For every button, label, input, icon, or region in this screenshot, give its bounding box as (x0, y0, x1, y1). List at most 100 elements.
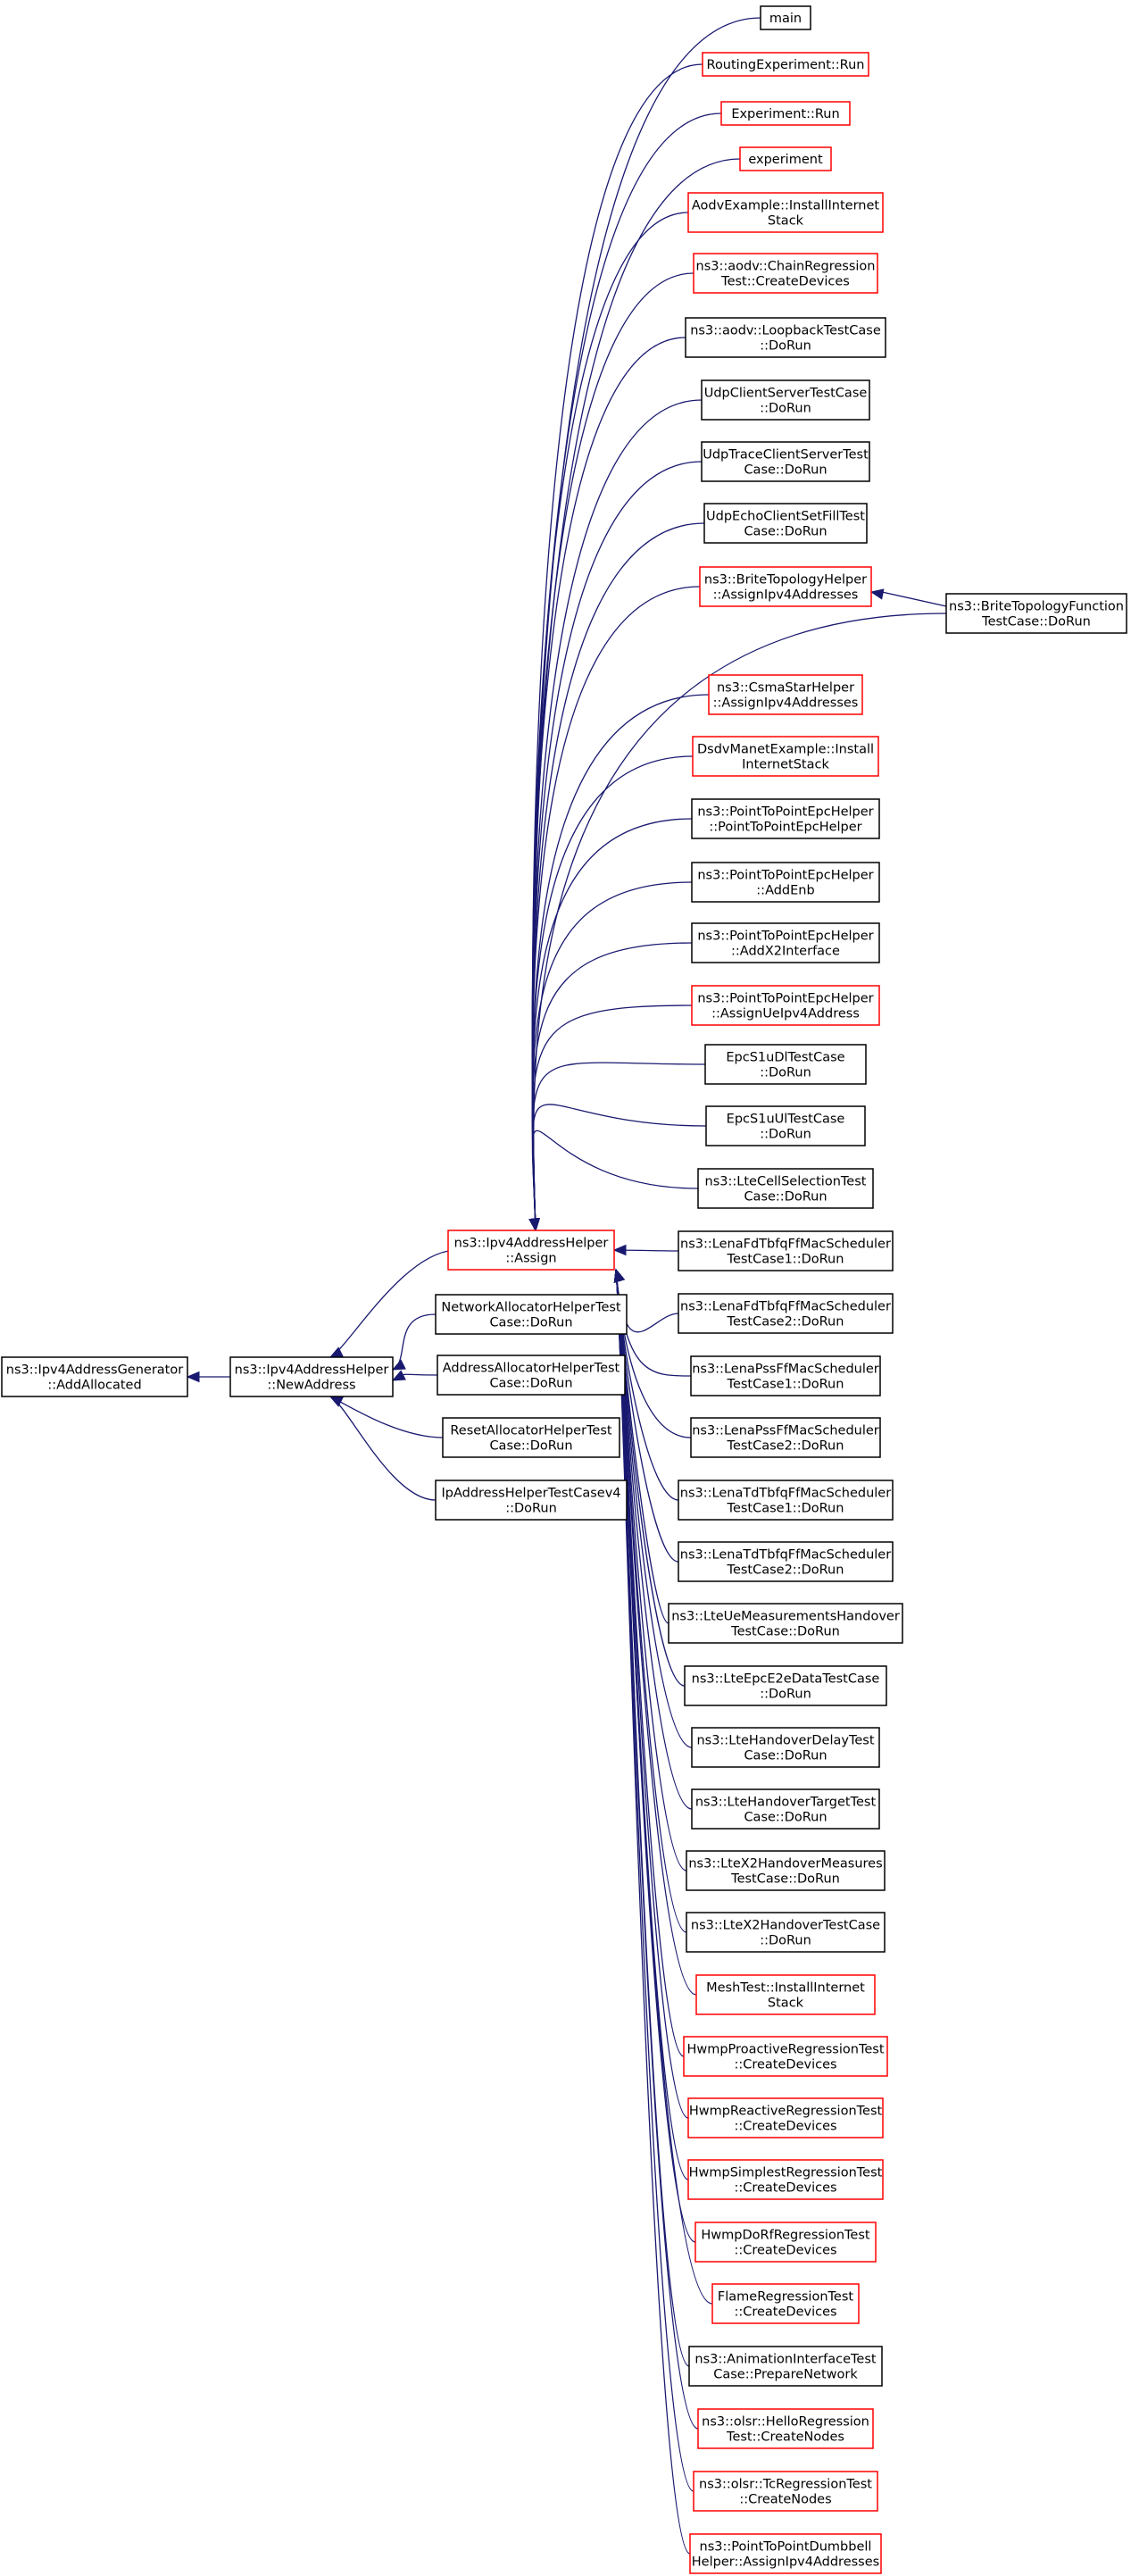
caller-function-node[interactable]: ns3::aodv::LoopbackTestCase::DoRun (685, 317, 886, 358)
caller-function-node[interactable]: ns3::olsr::TcRegressionTest::CreateNodes (693, 2471, 878, 2512)
caller-function-node[interactable]: ns3::PointToPointEpcHelper::AddX2Interfa… (691, 922, 880, 963)
caller-function-node[interactable]: ns3::LenaFdTbfqFfMacSchedulerTestCase2::… (678, 1293, 894, 1334)
node-label: ns3::LteUeMeasurementsHandover (671, 1610, 900, 1624)
node-box (691, 862, 880, 903)
caller-function-node[interactable]: ns3::LenaPssFfMacSchedulerTestCase2::DoR… (690, 1417, 881, 1458)
node-label: ns3::PointToPointEpcHelper (697, 869, 873, 883)
node-box (702, 52, 869, 77)
caller-function-node[interactable]: ns3::AnimationInterfaceTestCase::Prepare… (688, 2346, 883, 2387)
node-box (678, 1541, 894, 1582)
node-label: Case::DoRun (744, 1190, 827, 1205)
caller-function-node[interactable]: ns3::PointToPointEpcHelper::AddEnb (691, 862, 880, 903)
node-label: ns3::Ipv4AddressHelper (235, 1363, 389, 1378)
caller-function-node[interactable]: ns3::olsr::HelloRegressionTest::CreateNo… (697, 2408, 874, 2449)
caller-function-node[interactable]: ns3::LenaPssFfMacSchedulerTestCase1::DoR… (690, 1355, 881, 1396)
caller-function-node[interactable]: ns3::BriteTopologyHelper::AssignIpv4Addr… (699, 566, 872, 607)
node-box (691, 985, 880, 1026)
node-label: Test::CreateNodes (726, 2430, 844, 2445)
caller-function-node[interactable]: ns3::PointToPointDumbbellHelper::AssignI… (689, 2533, 882, 2574)
node-label: UdpTraceClientServerTest (703, 448, 869, 463)
call-edge (531, 1104, 707, 1231)
node-box (684, 1665, 887, 1706)
node-label: EpcS1uDlTestCase (726, 1051, 844, 1065)
caller-function-node[interactable]: HwmpSimplestRegressionTest::CreateDevice… (687, 2159, 884, 2200)
node-label: ResetAllocatorHelperTest (450, 1424, 612, 1438)
caller-function-node[interactable]: HwmpDoRfRegressionTest::CreateDevices (694, 2222, 877, 2263)
caller-function-node[interactable]: ns3::Ipv4AddressHelper::NewAddress (229, 1356, 394, 1397)
node-box (447, 1230, 615, 1271)
node-label: HwmpProactiveRegressionTest (686, 2043, 884, 2057)
node-label: Helper::AssignIpv4Addresses (692, 2555, 879, 2570)
node-label: ::PointToPointEpcHelper (709, 821, 861, 835)
caller-function-node[interactable]: EpcS1uDlTestCase::DoRun (704, 1044, 867, 1085)
node-box (691, 922, 880, 963)
node-label: NetworkAllocatorHelperTest (441, 1301, 621, 1315)
node-label: ns3::aodv::LoopbackTestCase (690, 324, 881, 338)
call-edge (531, 1062, 706, 1231)
caller-function-node[interactable]: ns3::PointToPointEpcHelper::PointToPoint… (691, 798, 880, 839)
node-label: ns3::LenaPssFfMacScheduler (692, 1363, 879, 1377)
node-box (697, 2408, 874, 2449)
node-label: ns3::LteX2HandoverMeasures (688, 1857, 882, 1872)
node-label: Stack (768, 214, 804, 229)
arrowhead (391, 1370, 406, 1381)
caller-function-node[interactable]: HwmpReactiveRegressionTest::CreateDevice… (687, 2097, 884, 2138)
caller-function-node[interactable]: experiment (739, 146, 832, 171)
node-label: Case::DoRun (489, 1439, 572, 1454)
caller-function-node[interactable]: ns3::PointToPointEpcHelper::AssignUeIpv4… (691, 985, 880, 1026)
caller-function-node[interactable]: ns3::CsmaStarHelper::AssignIpv4Addresses (708, 674, 863, 715)
caller-function-node[interactable]: ns3::LteUeMeasurementsHandoverTestCase::… (668, 1603, 903, 1644)
node-box (720, 101, 851, 126)
focus-function-node[interactable]: ns3::Ipv4AddressGenerator::AddAllocated (1, 1356, 188, 1397)
caller-function-node[interactable]: ns3::LenaTdTbfqFfMacSchedulerTestCase2::… (678, 1541, 894, 1582)
caller-function-node[interactable]: ns3::LenaFdTbfqFfMacSchedulerTestCase1::… (678, 1230, 894, 1271)
caller-function-node[interactable]: main (760, 5, 811, 30)
node-label: ::DoRun (760, 1128, 811, 1142)
node-label: AodvExample::InstallInternet (692, 199, 880, 213)
node-label: experiment (748, 153, 823, 167)
node-box (760, 5, 811, 30)
caller-function-node[interactable]: EpcS1uUlTestCase::DoRun (705, 1105, 866, 1146)
node-label: ns3::Ipv4AddressHelper (454, 1237, 609, 1251)
node-box (435, 1480, 628, 1521)
caller-function-node[interactable]: IpAddressHelperTestCasev4::DoRun (435, 1480, 628, 1521)
caller-function-node[interactable]: HwmpProactiveRegressionTest::CreateDevic… (683, 2036, 888, 2077)
node-box (708, 674, 863, 715)
caller-function-node[interactable]: RoutingExperiment::Run (702, 52, 869, 77)
caller-function-node[interactable]: UdpClientServerTestCase::DoRun (701, 379, 870, 421)
caller-function-node[interactable]: ns3::BriteTopologyFunctionTestCase::DoRu… (945, 593, 1127, 634)
node-label: ns3::BriteTopologyHelper (704, 573, 867, 588)
arrowhead (612, 1244, 627, 1256)
node-label: ns3::LteCellSelectionTest (705, 1175, 867, 1189)
call-edge (531, 694, 710, 1231)
node-label: ::CreateNodes (739, 2493, 831, 2507)
node-box (691, 1727, 880, 1768)
node-box (739, 146, 832, 171)
caller-function-node[interactable]: ns3::LteEpcE2eDataTestCase::DoRun (684, 1665, 887, 1706)
node-label: ::CreateDevices (734, 2181, 836, 2196)
caller-function-node[interactable]: ns3::LteX2HandoverMeasuresTestCase::DoRu… (686, 1850, 886, 1891)
caller-function-node[interactable]: Experiment::Run (720, 101, 851, 126)
caller-function-node[interactable]: FlameRegressionTest::CreateDevices (711, 2283, 860, 2324)
node-label: ::AddAllocated (47, 1379, 141, 1393)
node-box (693, 253, 878, 294)
caller-function-node[interactable]: ns3::LteX2HandoverTestCase::DoRun (686, 1912, 886, 1953)
node-label: ::CreateDevices (734, 2305, 836, 2320)
caller-function-node[interactable]: ns3::LenaTdTbfqFfMacSchedulerTestCase1::… (678, 1480, 894, 1521)
caller-function-node[interactable]: ns3::Ipv4AddressHelper::Assign (447, 1230, 615, 1271)
node-box (692, 736, 879, 777)
caller-function-node[interactable]: ns3::aodv::ChainRegressionTest::CreateDe… (693, 253, 878, 294)
node-box (945, 593, 1127, 634)
